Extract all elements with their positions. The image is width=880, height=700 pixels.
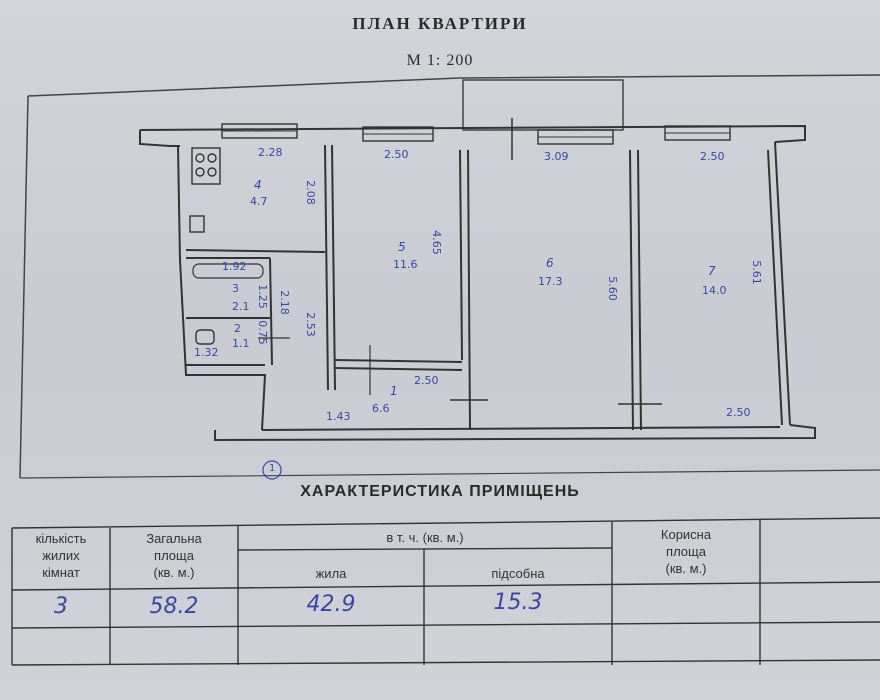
characteristics-title: ХАРАКТЕРИСТИКА ПРИМІЩЕНЬ	[300, 483, 580, 500]
plan-frame-left	[19, 95, 29, 479]
value-auxiliary: 15.3	[493, 590, 543, 615]
entry-marker-circle	[262, 460, 282, 480]
dim-kitchen-width: 2.28	[258, 146, 283, 159]
header-rooms-count: кількість жилих кімнат	[35, 531, 87, 580]
header-total-area: Загальна площа (кв. м.)	[146, 531, 202, 580]
room-4-number: 4	[254, 178, 262, 192]
room-2-area: 1.1	[232, 337, 250, 350]
room-1-number: 1	[390, 384, 398, 398]
header-useful-area: Корисна площа (кв. м.)	[660, 527, 712, 576]
dim-hall-entry: 1.43	[326, 410, 351, 423]
room-3-area: 2.1	[232, 300, 250, 313]
dim-room7-width: 2.50	[700, 150, 725, 163]
room-1-area: 6.6	[372, 402, 390, 415]
plan-frame	[27, 74, 880, 97]
dim-room7-bottom: 2.50	[726, 406, 751, 419]
value-rooms-count: 3	[54, 594, 68, 619]
bath-icon	[192, 263, 264, 279]
header-auxiliary: підсобна	[491, 566, 545, 581]
scale-label: М 1: 200	[406, 52, 474, 69]
room-6-area: 17.3	[538, 275, 563, 288]
room-4-area: 4.7	[250, 195, 268, 208]
room-3-number: 3	[232, 282, 239, 295]
header-including: в т. ч. (кв. м.)	[386, 530, 464, 545]
room-2-number: 2	[234, 322, 241, 335]
dim-wc-width: 1.32	[194, 346, 219, 359]
interior-walls	[177, 141, 816, 442]
top-wall	[139, 118, 806, 160]
stove-icon	[191, 147, 221, 185]
sink-icon	[189, 215, 205, 233]
room-7-area: 14.0	[702, 284, 727, 297]
room-7-number: 7	[708, 264, 716, 278]
value-living: 42.9	[306, 592, 356, 617]
toilet-icon	[195, 329, 215, 345]
dim-room6-width: 3.09	[544, 150, 569, 163]
dim-bath-width: 1.92	[222, 260, 247, 273]
document-title: ПЛАН КВАРТИРИ	[352, 14, 528, 33]
plan-frame-bottom	[19, 469, 880, 479]
entry-marker-label: 1	[269, 463, 276, 474]
value-total-area: 58.2	[149, 594, 199, 619]
room-5-area: 11.6	[393, 258, 418, 271]
room-6-number: 6	[546, 256, 554, 270]
dim-hall-width: 2.50	[414, 374, 439, 387]
header-living: жила	[315, 566, 347, 581]
dim-room5-width: 2.50	[384, 148, 409, 161]
room-5-number: 5	[398, 240, 406, 254]
